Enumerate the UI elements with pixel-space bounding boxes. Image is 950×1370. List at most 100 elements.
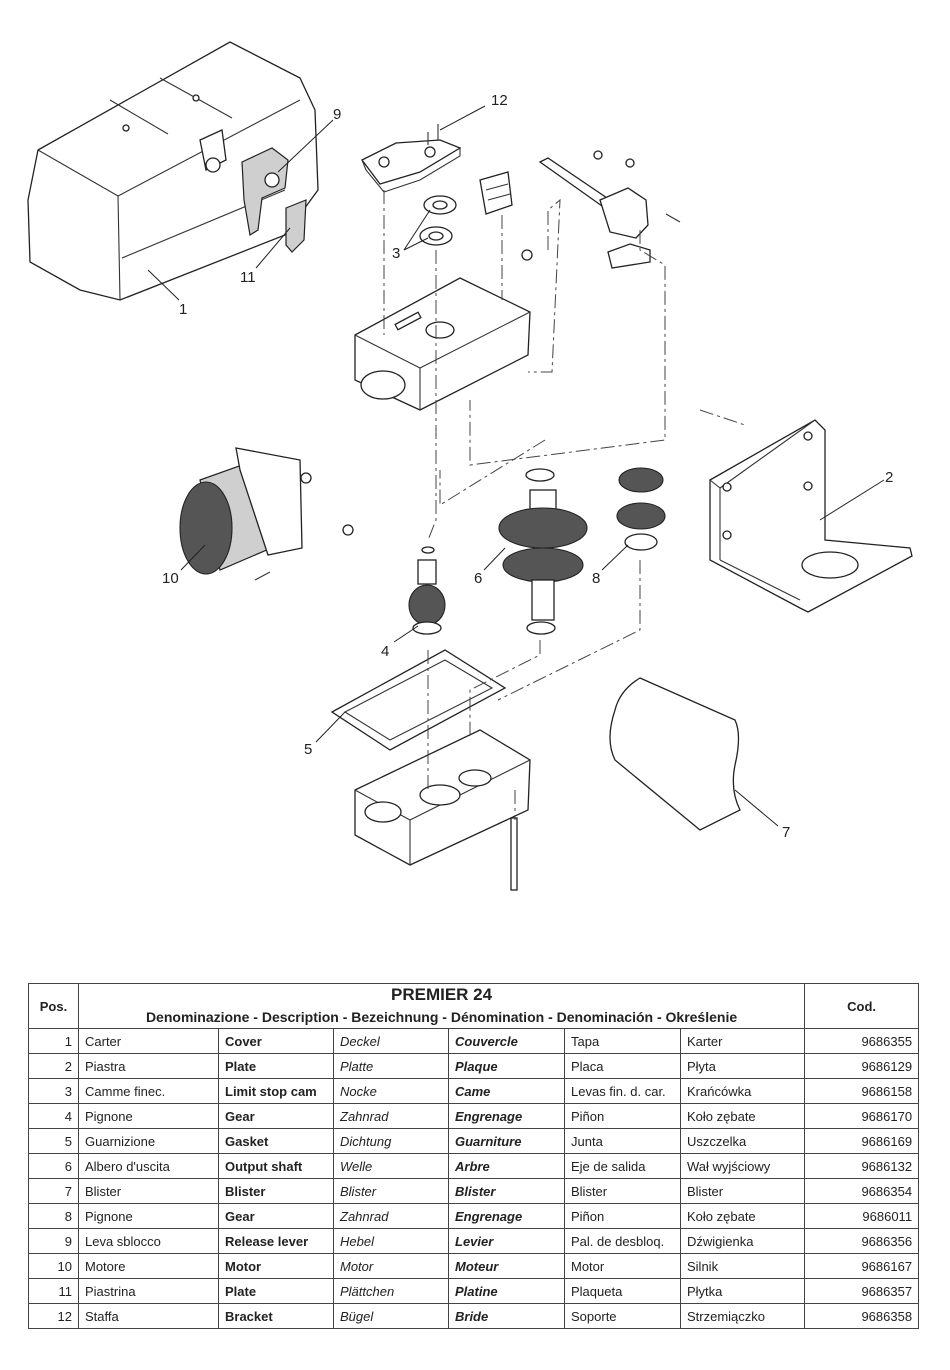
- part-7-blister: [609, 677, 741, 831]
- cell-en: Output shaft: [218, 1153, 334, 1179]
- assembly-lines: [383, 190, 746, 820]
- part-10-motor: [179, 447, 354, 581]
- callout-12: 12: [491, 92, 508, 109]
- part-1-cover: [27, 41, 319, 301]
- table-title-cell: PREMIER 24 Denominazione - Description -…: [77, 983, 806, 1029]
- cell-code: 9686169: [804, 1128, 920, 1154]
- cell-es: Levas fin. d. car.: [564, 1078, 681, 1104]
- cell-pos: 2: [28, 1053, 79, 1079]
- cell-code: 9686358: [804, 1303, 920, 1329]
- cell-es: Soporte: [564, 1303, 681, 1329]
- cell-it: Camme finec.: [78, 1078, 219, 1104]
- cell-pl: Karter: [679, 1028, 806, 1054]
- cell-en: Bracket: [218, 1303, 334, 1329]
- cell-de: Deckel: [333, 1028, 449, 1054]
- cell-en: Blister: [218, 1178, 334, 1204]
- callout-5: 5: [304, 741, 312, 758]
- table-title: PREMIER 24: [390, 985, 493, 1004]
- cell-fr: Levier: [448, 1228, 565, 1254]
- release-shaft-assembly: [538, 150, 681, 269]
- cell-pos: 5: [28, 1128, 79, 1154]
- cell-en: Gear: [218, 1103, 334, 1129]
- part-5-gasket: [330, 649, 507, 751]
- cell-it: Pignone: [78, 1203, 219, 1229]
- part-4-pinion: [408, 546, 446, 635]
- cell-pl: Uszczelka: [679, 1128, 806, 1154]
- cell-code: 9686158: [804, 1078, 920, 1104]
- cell-pl: Płyta: [679, 1053, 806, 1079]
- part-2-l-bracket: [709, 419, 913, 613]
- cell-es: Pal. de desbloq.: [564, 1228, 681, 1254]
- cell-code: 9686167: [804, 1253, 920, 1279]
- callout-7: 7: [782, 824, 790, 841]
- cell-code: 9686132: [804, 1153, 920, 1179]
- cell-fr: Engrenage: [448, 1203, 565, 1229]
- callout-9: 9: [333, 106, 341, 123]
- callout-6: 6: [474, 570, 482, 587]
- cell-pl: Koło zębate: [679, 1103, 806, 1129]
- cell-it: Staffa: [78, 1303, 219, 1329]
- cell-pos: 3: [28, 1078, 79, 1104]
- cell-it: Carter: [78, 1028, 219, 1054]
- cell-pos: 8: [28, 1203, 79, 1229]
- cell-code: 9686170: [804, 1103, 920, 1129]
- cell-fr: Blister: [448, 1178, 565, 1204]
- cell-pos: 7: [28, 1178, 79, 1204]
- cell-es: Blister: [564, 1178, 681, 1204]
- cell-pl: Krańcówka: [679, 1078, 806, 1104]
- gearbox-housing: [354, 729, 531, 891]
- cell-en: Limit stop cam: [218, 1078, 334, 1104]
- cell-pl: Koło zębate: [679, 1203, 806, 1229]
- cell-fr: Bride: [448, 1303, 565, 1329]
- cell-en: Gear: [218, 1203, 334, 1229]
- cell-it: Pignone: [78, 1103, 219, 1129]
- main-plate-block: [354, 249, 533, 411]
- cell-de: Blister: [333, 1178, 449, 1204]
- cell-es: Placa: [564, 1053, 681, 1079]
- callout-labels: 1 2 3 4 5 6 7 8 9 10 11 12: [162, 92, 893, 841]
- cod-header: Cod.: [804, 983, 920, 1029]
- part-8-gear: [616, 467, 666, 551]
- cell-es: Junta: [564, 1128, 681, 1154]
- cell-pl: Wał wyjściowy: [679, 1153, 806, 1179]
- callout-1: 1: [179, 301, 187, 318]
- part-11-plate: [285, 199, 307, 253]
- leader-lines: [147, 105, 885, 827]
- cell-fr: Engrenage: [448, 1103, 565, 1129]
- cell-it: Guarnizione: [78, 1128, 219, 1154]
- callout-4: 4: [381, 643, 389, 660]
- cell-pos: 4: [28, 1103, 79, 1129]
- cell-es: Eje de salida: [564, 1153, 681, 1179]
- cell-code: 9686357: [804, 1278, 920, 1304]
- cell-de: Plättchen: [333, 1278, 449, 1304]
- cell-pl: Dźwigienka: [679, 1228, 806, 1254]
- cell-it: Leva sblocco: [78, 1228, 219, 1254]
- table-subtitle: Denominazione - Description - Bezeichnun…: [145, 1009, 738, 1025]
- microswitch: [479, 171, 513, 215]
- cell-pl: Strzemiączko: [679, 1303, 806, 1329]
- cell-es: Plaqueta: [564, 1278, 681, 1304]
- cell-code: 9686355: [804, 1028, 920, 1054]
- cell-pos: 10: [28, 1253, 79, 1279]
- cell-de: Welle: [333, 1153, 449, 1179]
- cell-es: Piñon: [564, 1203, 681, 1229]
- cell-it: Blister: [78, 1178, 219, 1204]
- part-12-bracket: [361, 124, 462, 193]
- cell-en: Cover: [218, 1028, 334, 1054]
- exploded-parts-drawing: 1 2 3 4 5 6 7 8 9 10 11 12: [27, 41, 913, 891]
- cell-pos: 1: [28, 1028, 79, 1054]
- cell-code: 9686129: [804, 1053, 920, 1079]
- cell-pos: 6: [28, 1153, 79, 1179]
- cell-it: Piastrina: [78, 1278, 219, 1304]
- cell-de: Zahnrad: [333, 1103, 449, 1129]
- cell-pos: 9: [28, 1228, 79, 1254]
- part-9-release-lever: [241, 147, 289, 236]
